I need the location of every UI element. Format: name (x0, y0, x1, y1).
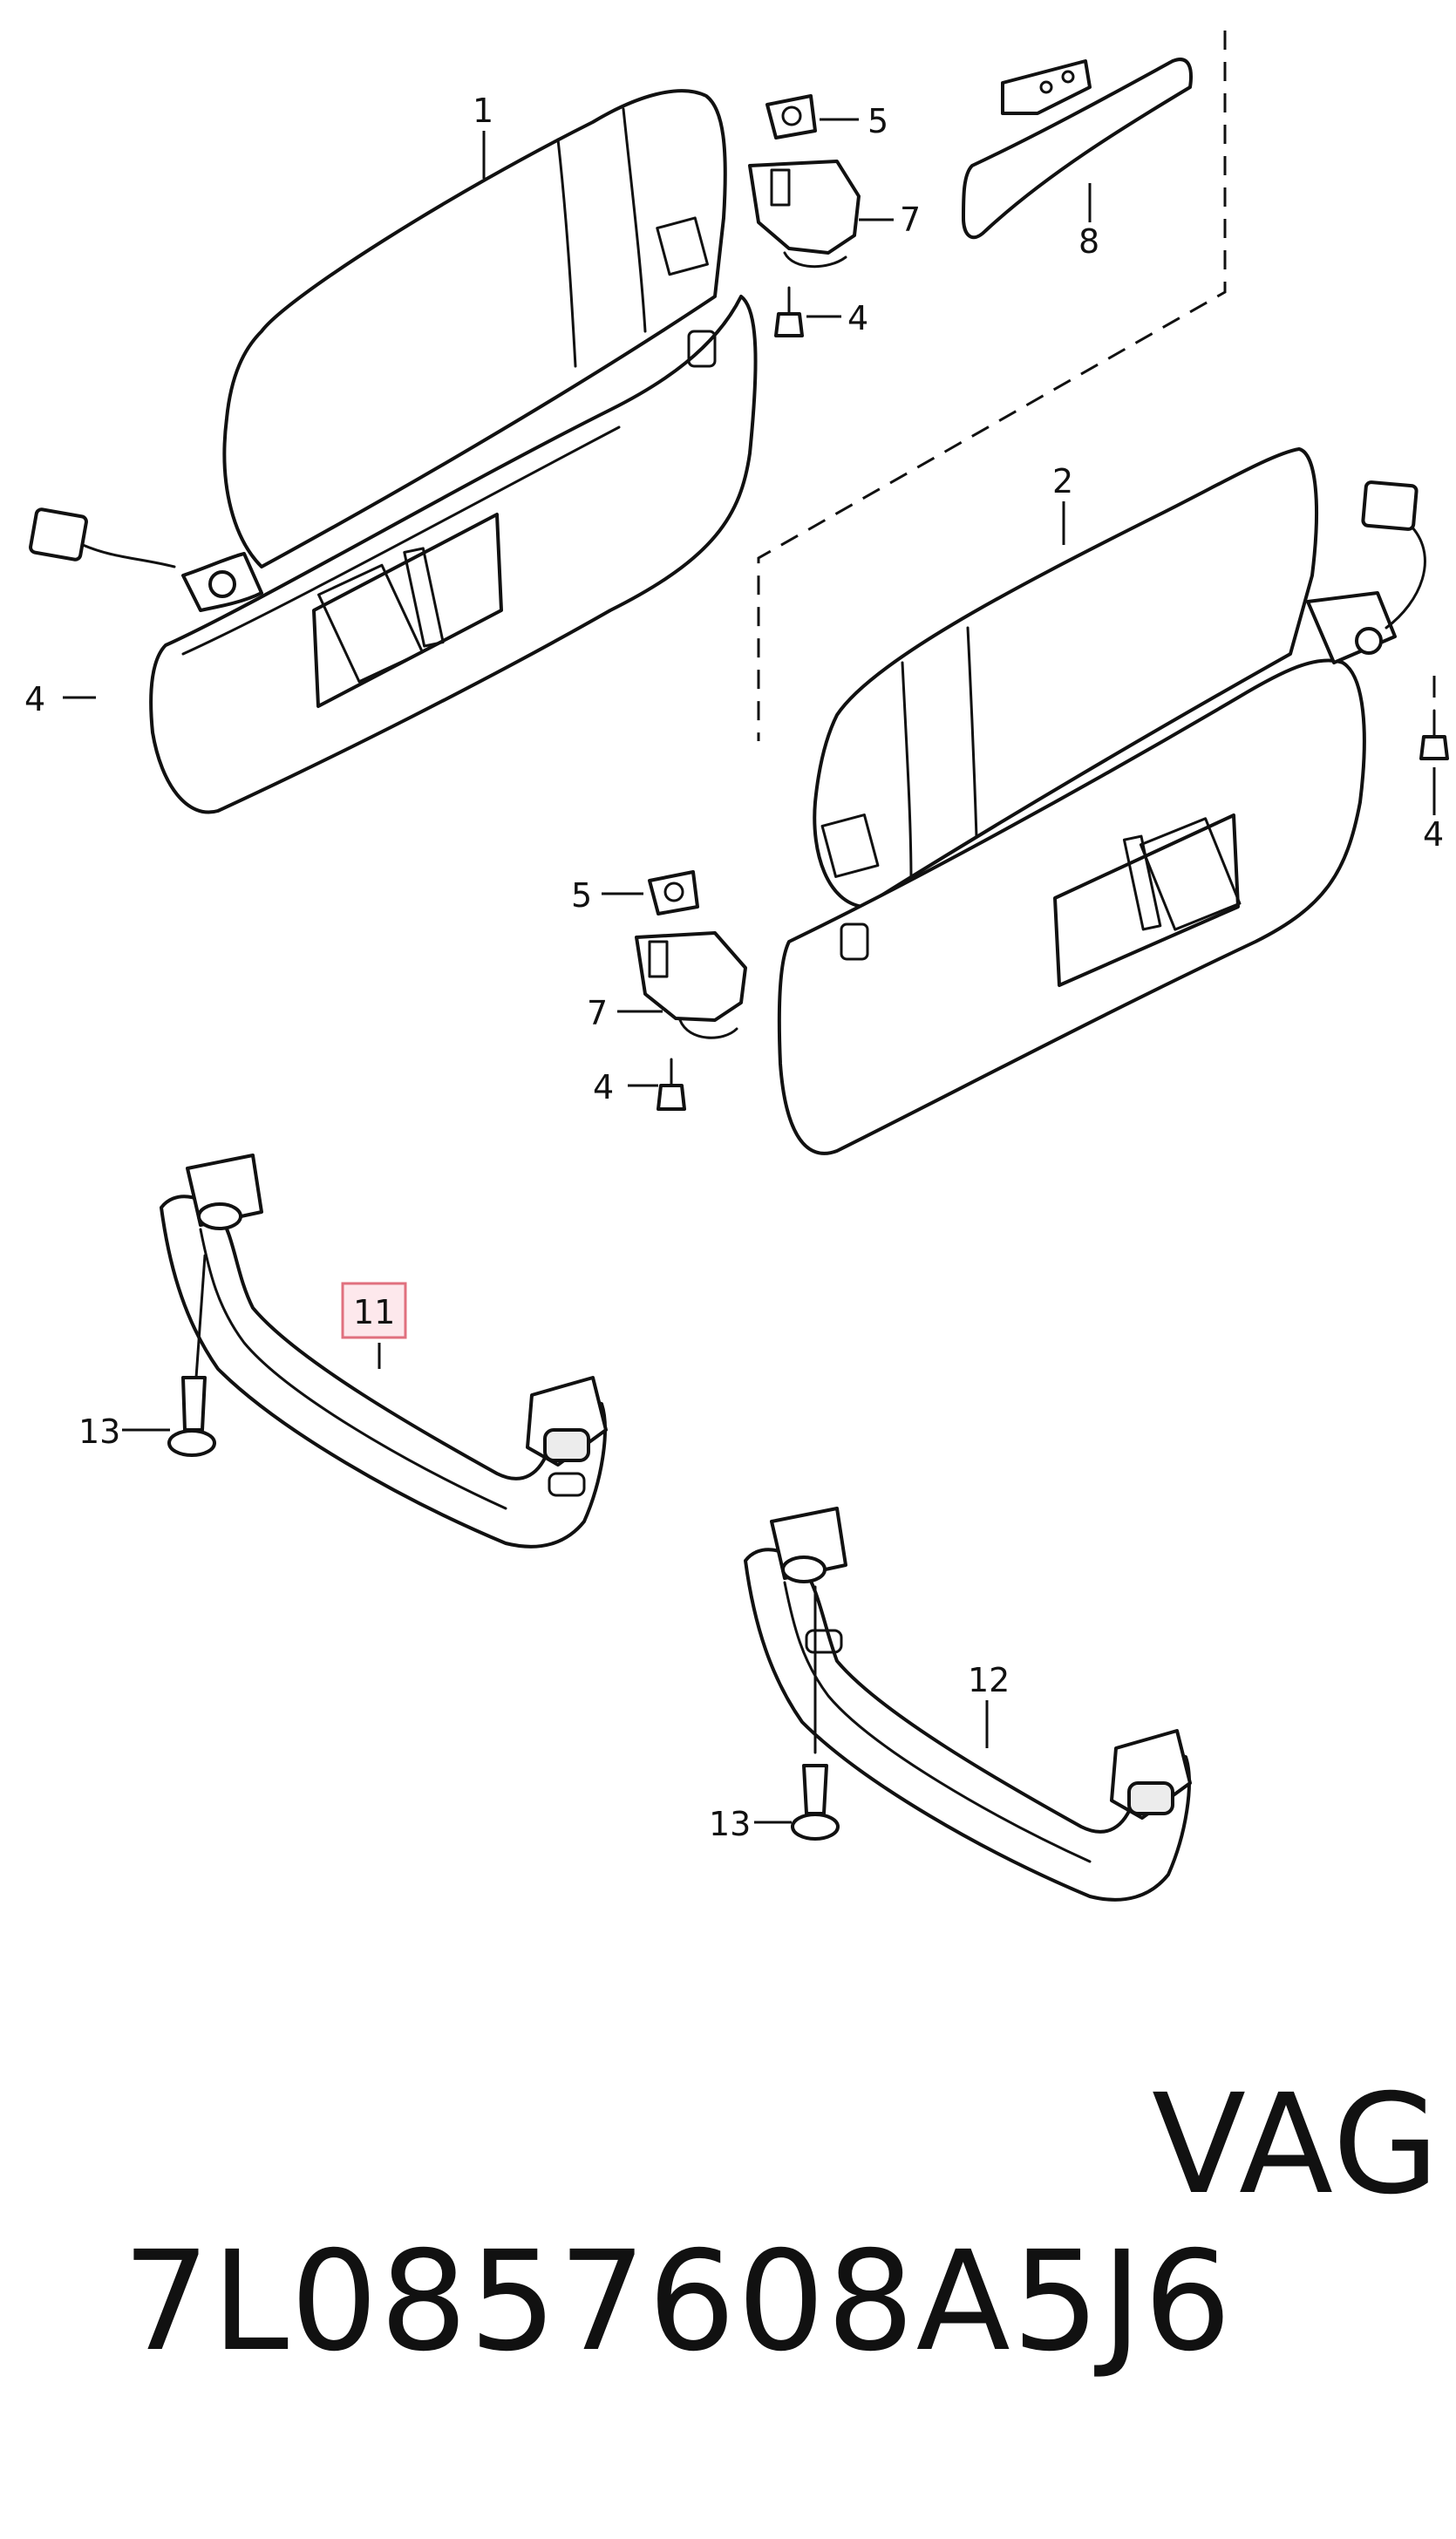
callout-4-middle[interactable]: 4 (593, 1068, 614, 1106)
holder-7-middle[interactable] (635, 931, 747, 1039)
screw-4-middle[interactable] (657, 1058, 686, 1111)
callout-11[interactable]: 11 (353, 1293, 395, 1331)
clip-5-top[interactable] (765, 94, 817, 140)
screw-4-top[interactable] (774, 286, 804, 337)
callout-1[interactable]: 1 (473, 92, 493, 130)
callout-7-top[interactable]: 7 (900, 201, 921, 239)
part-number-footer: 7L0857608A5J6 VAG (31, 2066, 1439, 2380)
callout-2[interactable]: 2 (1052, 462, 1073, 500)
screw-4-right[interactable] (1419, 709, 1449, 760)
callout-13-left[interactable]: 13 (78, 1412, 120, 1451)
rearview-mirror-8[interactable] (962, 58, 1193, 240)
callout-8[interactable]: 8 (1078, 222, 1099, 261)
bolt-13-right[interactable] (791, 1585, 840, 1841)
leader-lines (63, 118, 1436, 1824)
callout-7-middle[interactable]: 7 (587, 994, 608, 1032)
bolt-13-left[interactable] (167, 1254, 216, 1457)
callout-13-right[interactable]: 13 (709, 1805, 751, 1843)
part-number: 7L0857608A5J6 (122, 2222, 1234, 2382)
callout-12[interactable]: 12 (968, 1661, 1010, 1699)
callout-11-highlight (341, 1282, 407, 1339)
assembly-boundary-dashed (757, 31, 1227, 741)
callout-labels: 1 2 5 7 4 8 4 4 5 7 4 11 12 13 13 (24, 92, 1444, 1843)
callout-4-top[interactable]: 4 (847, 299, 868, 337)
grab-handle-12[interactable] (744, 1507, 1192, 1902)
callout-4-left[interactable]: 4 (24, 680, 45, 718)
grab-handle-11[interactable] (160, 1154, 608, 1549)
sun-visor-left[interactable] (29, 89, 758, 814)
holder-7-top[interactable] (748, 160, 861, 269)
brand-name: VAG (1152, 2065, 1441, 2225)
callout-4-right[interactable]: 4 (1423, 815, 1444, 854)
sun-visor-right[interactable] (777, 447, 1426, 1155)
callout-5-top[interactable]: 5 (867, 102, 888, 140)
clip-5-middle[interactable] (648, 870, 699, 916)
parts-diagram: 1 2 5 7 4 8 4 4 5 7 4 11 12 13 13 (24, 31, 1449, 1902)
callout-5-middle[interactable]: 5 (571, 876, 592, 915)
